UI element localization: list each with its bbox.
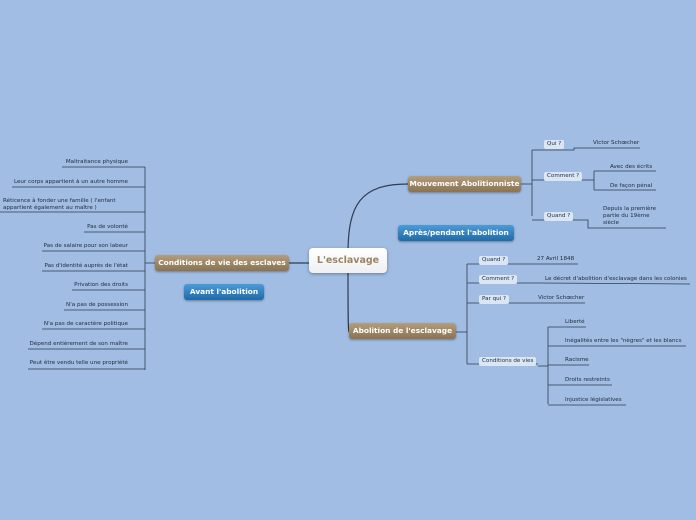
node-condition-item[interactable]: Privation des droits bbox=[74, 282, 128, 288]
node-condition-item[interactable]: Pas d'identité auprès de l'état bbox=[44, 263, 128, 269]
node-comment-item[interactable]: Avec des écrits bbox=[610, 164, 653, 170]
node-par-qui-answer[interactable]: Victor Schœcher bbox=[538, 295, 585, 301]
node-condition-item[interactable]: N'a pas de caractère politique bbox=[43, 321, 128, 327]
node-condition-item[interactable]: Maltraitance physique bbox=[65, 159, 128, 165]
central-topic[interactable]: L'esclavage bbox=[309, 248, 387, 273]
floating-topic-apres-abolition[interactable]: Après/pendant l'abolition bbox=[398, 225, 514, 241]
node-quand[interactable]: Quand ? bbox=[544, 212, 574, 221]
floating-topic-avant-abolition[interactable]: Avant l'abolition bbox=[184, 284, 264, 300]
node-abolition-comment[interactable]: Comment ? bbox=[479, 275, 518, 284]
node-condition-item[interactable]: Pas de salaire pour son labeur bbox=[43, 243, 128, 249]
node-conditions-vies[interactable]: Conditions de vies bbox=[479, 357, 537, 366]
node-condition-item[interactable]: Réticence à fonder une famille ( l'enfan… bbox=[3, 198, 116, 211]
node-abolition-quand-answer[interactable]: 27 Avril 1848 bbox=[537, 256, 575, 262]
node-par-qui[interactable]: Par qui ? bbox=[479, 295, 510, 304]
branch-conditions-vie[interactable]: Conditions de vie des esclaves bbox=[155, 255, 289, 271]
node-conditions-vies-item[interactable]: Injustice législatives bbox=[565, 397, 622, 403]
node-comment[interactable]: Comment ? bbox=[544, 172, 583, 181]
node-condition-item[interactable]: Leur corps appartient à un autre homme bbox=[13, 179, 128, 185]
node-condition-item[interactable]: Peut être vendu telle une propriété bbox=[29, 360, 128, 366]
node-condition-item[interactable]: N'a pas de possession bbox=[66, 302, 128, 308]
node-condition-item[interactable]: Pas de volonté bbox=[87, 224, 128, 230]
node-comment-item[interactable]: De façon pénal bbox=[610, 183, 653, 189]
branch-abolition-esclavage[interactable]: Abolition de l'esclavage bbox=[349, 323, 456, 339]
node-abolition-quand[interactable]: Quand ? bbox=[479, 256, 509, 265]
node-conditions-vies-item[interactable]: Droits restreints bbox=[565, 377, 610, 383]
node-conditions-vies-item[interactable]: Inégalités entre les "nègres" et les bla… bbox=[565, 338, 682, 344]
node-abolition-comment-answer[interactable]: Le décret d'abolition d'esclavage dans l… bbox=[545, 276, 687, 282]
node-conditions-vies-item[interactable]: Racisme bbox=[565, 357, 589, 363]
node-condition-item[interactable]: Dépend entièrement de son maître bbox=[29, 341, 129, 347]
node-quand-answer[interactable]: Depuis la première partie du 19ème siècl… bbox=[603, 206, 657, 226]
node-conditions-vies-item[interactable]: Liberté bbox=[565, 319, 585, 325]
node-qui[interactable]: Qui ? bbox=[544, 140, 565, 149]
node-qui-answer[interactable]: Victor Schœcher bbox=[593, 140, 640, 146]
branch-mouvement-abolitionniste[interactable]: Mouvement Abolitionniste bbox=[408, 176, 521, 192]
